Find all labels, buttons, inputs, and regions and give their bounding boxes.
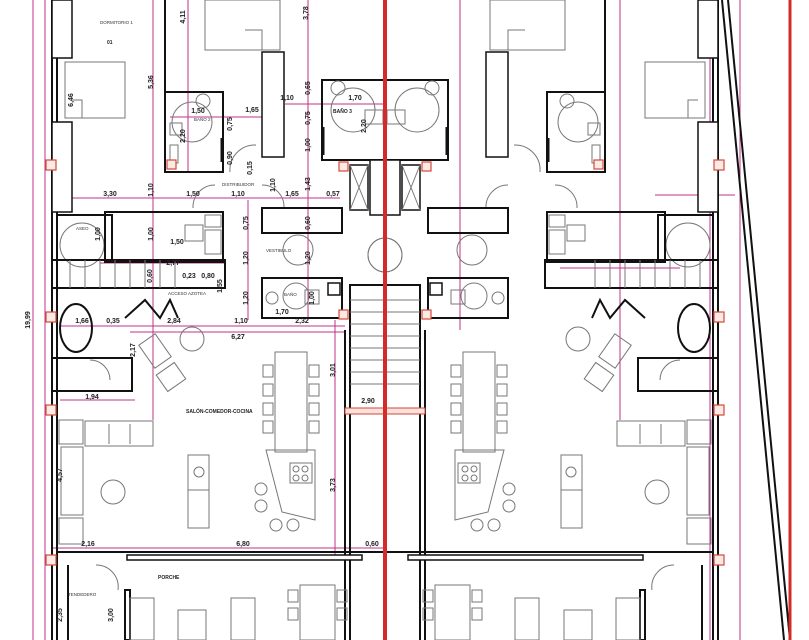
dimension-label: 3,01 [330, 363, 337, 377]
dimension-label: 2,20 [361, 119, 368, 133]
room-label-aseo: ASEO [76, 226, 89, 231]
dimension-label: 1,00 [305, 138, 312, 152]
dimension-label: 1,10 [280, 95, 294, 102]
dimension-label: 1,65 [285, 191, 299, 198]
room-labels: DORMITORIO 1 01 BAÑO 2 BAÑO 3 DISTRIBUID… [68, 20, 352, 597]
dimension-label: 0,60 [365, 541, 379, 548]
room-label-bano-3: BAÑO 3 [333, 108, 352, 115]
dimension-label: 2,16 [81, 541, 95, 548]
dimension-label: 4,57 [57, 468, 64, 482]
left-dwelling [45, 0, 403, 640]
dimension-label: 0,75 [305, 111, 312, 125]
slanted-outer-wall [727, 0, 791, 640]
salon-furniture [58, 326, 320, 545]
dimension-label: 0,35 [106, 318, 120, 325]
dimension-label: 0,75 [227, 117, 234, 131]
dimension-label: 0,90 [227, 151, 234, 165]
room-label-bano: BAÑO [284, 291, 297, 297]
room-label-tendedero: TENDEDERO [68, 592, 97, 597]
dimension-label: 1,94 [85, 394, 99, 401]
dimension-label: 6,46 [68, 93, 75, 107]
dimension-label: 3,30 [103, 191, 117, 198]
dimension-label: 1,10 [148, 183, 155, 197]
dimension-label: 2,20 [180, 129, 187, 143]
dimension-label: 0,80 [201, 273, 215, 280]
dimension-label: 1,20 [243, 291, 250, 305]
dimension-label: 1,10 [231, 191, 245, 198]
room-number-01: 01 [107, 40, 113, 46]
dimension-label: 1,10 [270, 178, 277, 192]
dimension-label: 2,84 [167, 318, 181, 325]
dimension-label: 0,57 [326, 191, 340, 198]
dimension-label: 0,23 [182, 273, 196, 280]
dimension-label: 0,60 [147, 269, 154, 283]
dimension-label: 1,65 [245, 107, 259, 114]
dimension-label: 6,80 [236, 541, 250, 548]
dimension-label: 1,50 [186, 191, 200, 198]
dimension-label: 0,15 [247, 161, 254, 175]
dimension-label: 1,50 [191, 108, 205, 115]
dimension-label: 1,55 [217, 279, 224, 293]
dimension-label: 0,75 [243, 216, 250, 230]
dimension-label: 1,00 [148, 227, 155, 241]
dimension-label: 1,66 [75, 318, 89, 325]
dimension-label: 0,60 [305, 216, 312, 230]
dimension-labels: 4,11 3,78 5,36 6,46 1,50 1,65 1,10 0,65 1,70 0,75… [25, 6, 379, 622]
slanted-outer-wall-inner [721, 0, 785, 640]
dimension-label: 1,70 [348, 95, 362, 102]
dimension-label: 0,65 [305, 81, 312, 95]
dimension-label: 3,78 [303, 6, 310, 20]
dimension-label: 1,43 [305, 177, 312, 191]
room-label-salon-comedor-cocina: SALÓN-COMEDOR-COCINA [186, 407, 253, 415]
room-label-vestibulo: VESTIBULO [266, 248, 292, 253]
dimension-label: 2,77 [166, 260, 180, 267]
room-label-porche: PORCHE [158, 575, 180, 581]
dimension-label: 1,20 [243, 251, 250, 265]
room-label-distribuidor: DISTRIBUIDOR [222, 182, 255, 187]
dimension-label: 3,73 [330, 478, 337, 492]
dimension-label: 2,35 [57, 608, 64, 622]
room-label-dormitorio-1: DORMITORIO 1 [100, 20, 133, 25]
dimension-label: 2,90 [361, 398, 375, 405]
room-label-bano-2: BAÑO 2 [194, 116, 211, 122]
dimension-label: 3,00 [108, 608, 115, 622]
dimension-label: 1,00 [309, 291, 316, 305]
dimension-label: 19,99 [25, 311, 32, 329]
dimension-label: 1,10 [234, 318, 248, 325]
room-label-acceso-azotea: ACCESO AZOTEA [168, 291, 206, 296]
dimension-label: 5,36 [148, 75, 155, 89]
dimension-label: 2,17 [130, 343, 137, 357]
dimension-label: 1,70 [275, 309, 289, 316]
dimension-label: 1,00 [95, 227, 102, 241]
right-dwelling [366, 0, 726, 640]
dimension-label: 4,11 [180, 10, 187, 23]
dimension-label: 6,27 [231, 334, 245, 341]
dimension-label: 1,20 [305, 251, 312, 265]
azotea-stair [51, 259, 226, 320]
dimension-label: 2,32 [295, 318, 309, 325]
dimension-label: 1,50 [170, 239, 184, 246]
